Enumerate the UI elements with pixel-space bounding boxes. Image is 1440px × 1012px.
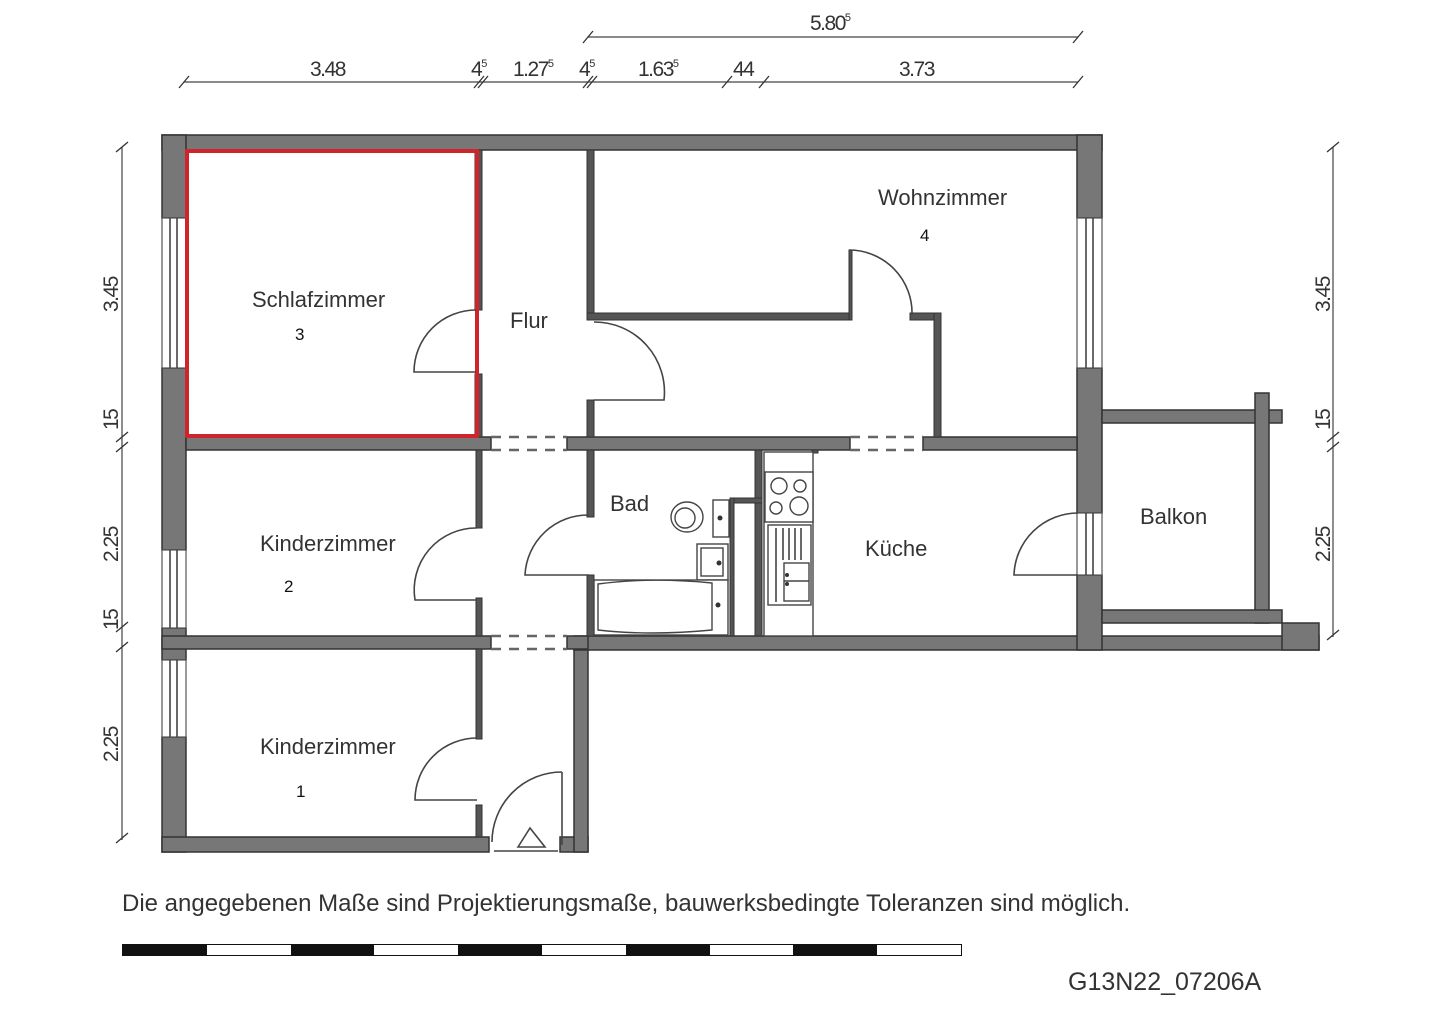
window-wohnzimmer [1076, 217, 1103, 369]
room-label-kueche: Küche [865, 536, 927, 561]
room-number-kinderzimmer-2: 2 [284, 577, 293, 596]
dim-left-2: 15 [100, 409, 123, 430]
dim-left-1: 3.45 [100, 276, 123, 312]
room-label-bad: Bad [610, 491, 649, 516]
room-number-wohnzimmer: 4 [920, 226, 929, 245]
entrance-arrow-icon [494, 826, 558, 852]
dimension-lines-right: 3.45 15 2.25 [1312, 141, 1340, 641]
toilet-icon [670, 499, 730, 538]
window-balkon-door [1076, 512, 1103, 576]
window-kinderzimmer-2 [161, 549, 187, 629]
plan-id: G13N22_07206A [1068, 968, 1262, 996]
room-label-flur: Flur [510, 308, 548, 333]
dim-top-4: 45 [579, 58, 595, 81]
interior-walls [161, 149, 1078, 838]
door-wohnzimmer-inner [848, 249, 913, 316]
room-label-kinderzimmer-1: Kinderzimmer [260, 734, 396, 759]
door-kinderzimmer-1 [414, 737, 478, 801]
passage-markers [491, 435, 923, 651]
dim-right-2: 15 [1312, 409, 1335, 430]
windows [161, 217, 1103, 738]
door-entrance [491, 771, 563, 843]
dim-left-4: 15 [100, 609, 123, 630]
room-label-balkon: Balkon [1140, 504, 1207, 529]
bathroom-fixtures [593, 499, 730, 636]
room-label-kinderzimmer-2: Kinderzimmer [260, 531, 396, 556]
dim-right-3: 2.25 [1312, 526, 1335, 562]
dim-left-3: 2.25 [100, 526, 123, 562]
dim-top-overall: 5.805 [810, 12, 851, 35]
dimension-lines-top: 5.805 3.48 45 1.275 45 1.635 44 3.73 [178, 12, 1084, 89]
door-bad [524, 514, 590, 576]
scale-bar [122, 944, 962, 956]
window-kinderzimmer-1 [161, 659, 187, 738]
door-wohnzimmer-flur [593, 321, 666, 401]
dim-top-5: 1.635 [638, 58, 679, 81]
dim-left-5: 2.25 [100, 726, 123, 762]
bathtub-icon [593, 579, 729, 636]
room-label-wohnzimmer: Wohnzimmer [878, 185, 1007, 210]
dim-top-3: 1.275 [513, 58, 554, 81]
schlafzimmer-highlight [185, 149, 479, 438]
sink-icon [696, 543, 729, 581]
dimension-lines-left: 3.45 15 2.25 15 2.25 [100, 141, 129, 844]
door-kueche-balkon [1013, 512, 1079, 576]
window-schlafzimmer [161, 217, 187, 369]
door-kinderzimmer-2 [413, 527, 478, 601]
doors [413, 249, 1079, 845]
dim-top-6: 44 [733, 58, 755, 81]
kitchen-fixtures [763, 451, 814, 637]
room-number-schlafzimmer: 3 [295, 325, 304, 344]
kitchen-sink-icon [767, 524, 812, 606]
room-labels: Schlafzimmer 3 Flur Wohnzimmer 4 Kinderz… [252, 185, 1207, 801]
dim-right-1: 3.45 [1312, 276, 1335, 312]
dim-top-7: 3.73 [899, 58, 935, 81]
tolerance-note: Die angegebenen Maße sind Projektierungs… [122, 890, 1131, 917]
room-number-kinderzimmer-1: 1 [296, 782, 305, 801]
exterior-walls [161, 134, 1320, 853]
dim-top-1: 3.48 [310, 58, 346, 81]
door-schlafzimmer [413, 309, 477, 373]
dim-top-2: 45 [471, 58, 487, 81]
stove-icon [764, 471, 814, 523]
room-label-schlafzimmer: Schlafzimmer [252, 287, 385, 312]
